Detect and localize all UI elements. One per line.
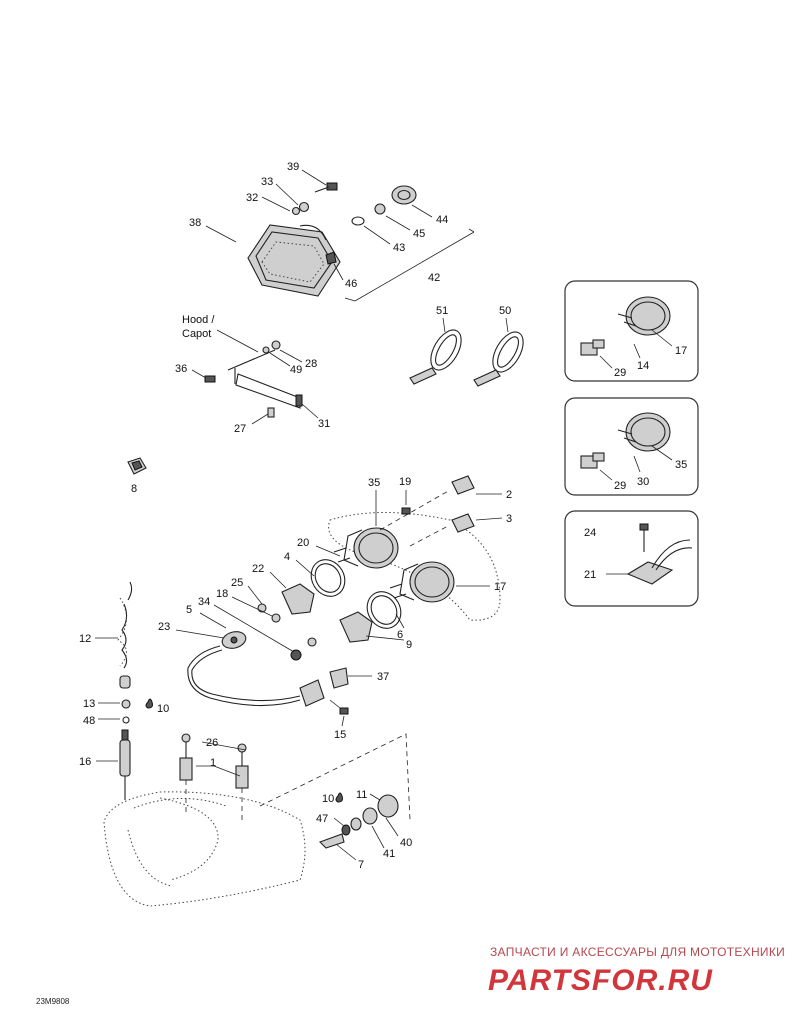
label-12: 12 [79, 633, 91, 645]
label-51: 51 [436, 305, 448, 317]
label-29-inset1: 29 [614, 367, 626, 379]
label-29-inset2: 29 [614, 480, 626, 492]
label-21: 21 [584, 569, 596, 581]
label-42: 42 [428, 272, 440, 284]
speedo-cable [175, 629, 372, 727]
label-35: 35 [368, 477, 380, 489]
label-6: 6 [397, 629, 403, 641]
label-39: 39 [287, 161, 299, 173]
watermark-tagline: ЗАПЧАСТИ И АКСЕССУАРЫ ДЛЯ МОТОТЕХНИКИ [490, 945, 785, 959]
label-8: 8 [131, 483, 137, 495]
label-3: 3 [506, 513, 512, 525]
label-1: 1 [210, 757, 216, 769]
label-4: 4 [284, 551, 290, 563]
part-8-clip [127, 457, 147, 475]
cable-ties [409, 317, 524, 387]
label-15: 15 [334, 729, 346, 741]
label-25: 25 [231, 577, 243, 589]
label-36: 36 [175, 363, 187, 375]
label-17-inset: 17 [675, 345, 687, 357]
label-7: 7 [358, 859, 364, 871]
inset-speedometer-kit [564, 280, 699, 382]
label-5: 5 [186, 604, 192, 616]
fuel-tank-console [103, 733, 411, 907]
label-32: 32 [246, 192, 258, 204]
label-31: 31 [318, 418, 330, 430]
label-40: 40 [400, 837, 412, 849]
label-2: 2 [506, 489, 512, 501]
inset-regulator-kit [564, 510, 699, 607]
label-14: 14 [637, 360, 649, 372]
label-20: 20 [297, 537, 309, 549]
hood-label-line2: Capot [182, 328, 211, 340]
hood-label-line1: Hood / [182, 314, 215, 326]
label-49: 49 [290, 364, 302, 376]
label-37: 37 [377, 671, 389, 683]
drawing-code: 23M9808 [36, 997, 70, 1006]
watermark-logo: PARTSFOR.RU [488, 964, 713, 997]
label-10-left: 10 [157, 703, 169, 715]
label-26: 26 [206, 737, 218, 749]
label-41: 41 [383, 848, 395, 860]
label-46: 46 [345, 278, 357, 290]
label-13: 13 [83, 698, 95, 710]
label-19: 19 [399, 476, 411, 488]
label-35-inset: 35 [675, 459, 687, 471]
left-parts [95, 581, 153, 800]
label-17: 17 [494, 581, 506, 593]
part-labels: 39 33 32 38 44 45 43 42 46 Hood / Capot … [79, 161, 687, 871]
label-45: 45 [413, 228, 425, 240]
label-48: 48 [83, 715, 95, 727]
label-9: 9 [406, 639, 412, 651]
hood-bracket [191, 329, 319, 425]
headlight-assembly [205, 169, 475, 302]
inset-tachometer-kit [564, 397, 699, 496]
label-38: 38 [189, 217, 201, 229]
label-16: 16 [79, 756, 91, 768]
label-50: 50 [499, 305, 511, 317]
label-43: 43 [393, 242, 405, 254]
label-33: 33 [261, 176, 273, 188]
label-30: 30 [637, 476, 649, 488]
label-28: 28 [305, 358, 317, 370]
label-23: 23 [158, 621, 170, 633]
label-18: 18 [216, 588, 228, 600]
label-34: 34 [198, 596, 210, 608]
label-27: 27 [234, 423, 246, 435]
label-11: 11 [356, 789, 367, 801]
label-10-right: 10 [322, 793, 334, 805]
label-47: 47 [316, 813, 328, 825]
label-22: 22 [252, 563, 264, 575]
label-24: 24 [584, 527, 596, 539]
label-44: 44 [436, 214, 448, 226]
gauge-cluster [199, 475, 503, 661]
